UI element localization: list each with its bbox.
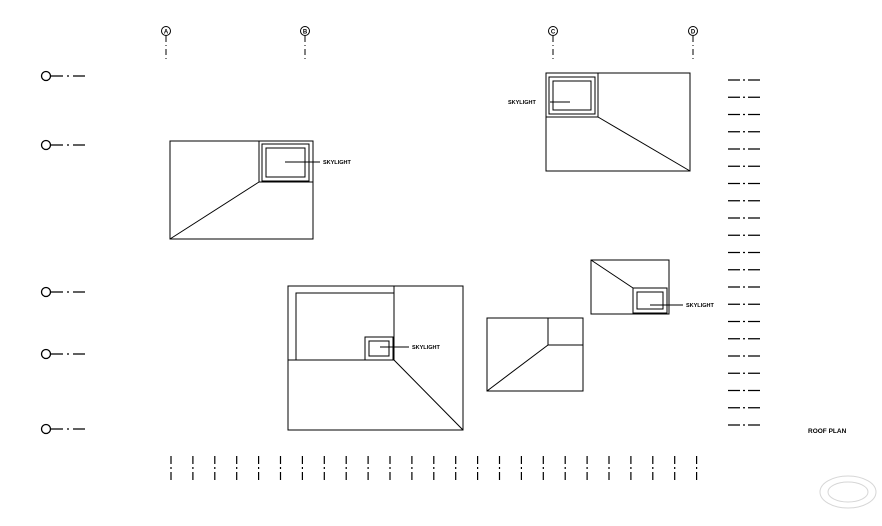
column-grid-c: C	[548, 26, 558, 60]
skylight	[548, 76, 596, 115]
right-dimension-marks	[728, 79, 760, 426]
roof-2: SKYLIGHT	[508, 72, 691, 172]
skylight	[632, 287, 668, 314]
skylight-label: SKYLIGHT	[686, 303, 714, 309]
skylight-label: SKYLIGHT	[323, 160, 351, 166]
grid-label-a: A	[164, 30, 169, 36]
skylight-label: SKYLIGHT	[412, 345, 440, 351]
drawing-title: ROOF PLAN	[808, 428, 847, 435]
row-grid-bubbles	[40, 70, 85, 435]
watermark-logo	[819, 475, 877, 509]
grid-label-c: C	[551, 30, 556, 36]
skylight-label: SKYLIGHT	[508, 100, 536, 106]
column-grid-b: B	[300, 26, 310, 60]
column-grid-a: A	[161, 26, 171, 60]
roof-4	[486, 317, 584, 392]
grid-label-b: B	[303, 30, 308, 36]
roof-1: SKYLIGHT	[169, 140, 351, 240]
bottom-dimension-marks	[170, 456, 698, 482]
column-grid-d: D	[688, 26, 698, 60]
skylight	[364, 336, 394, 361]
roof-3: SKYLIGHT	[287, 285, 464, 431]
grid-label-d: D	[691, 30, 696, 36]
roof-5: SKYLIGHT	[590, 259, 714, 315]
